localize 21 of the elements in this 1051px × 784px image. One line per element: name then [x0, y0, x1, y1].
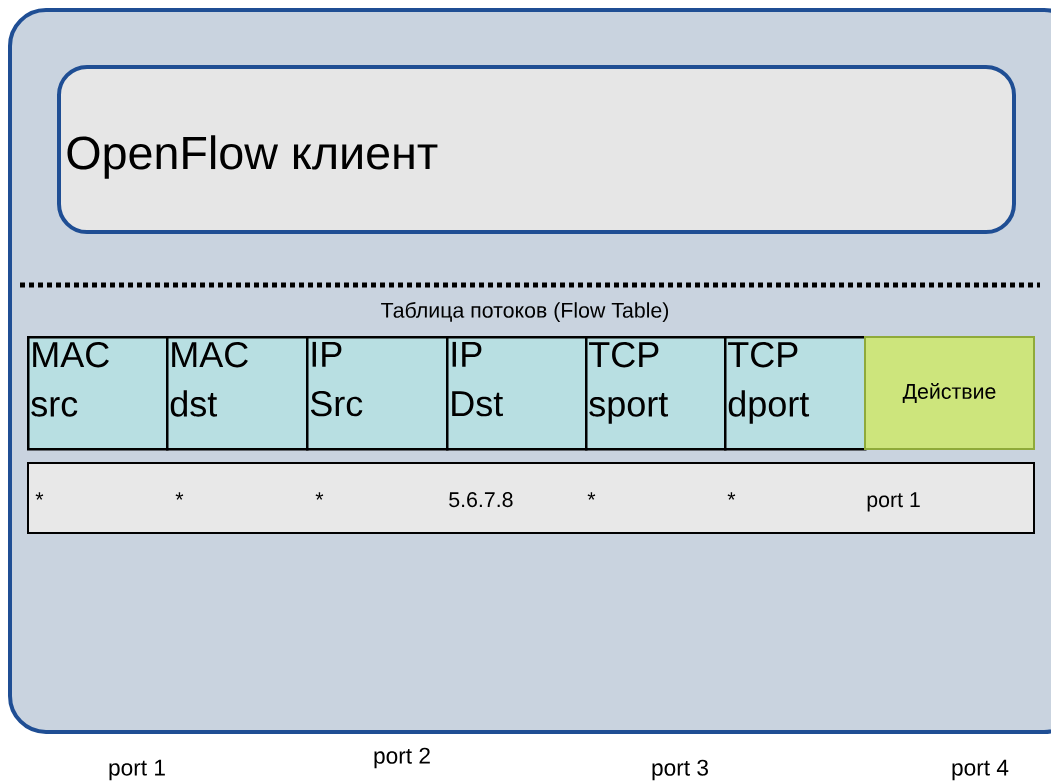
port-label: port 1 [109, 759, 165, 781]
header-cell: MAC dst [166, 336, 309, 451]
table-cell: * [35, 492, 44, 500]
table-cell: port 1 [867, 492, 920, 512]
table-cell: * [587, 492, 596, 500]
header-cell: TCP sport [585, 336, 727, 451]
table-row [27, 462, 1035, 534]
table-cell: 5.6.7.8 [449, 492, 513, 508]
port-label: port 4 [952, 759, 1009, 781]
header-cell: TCP dport [724, 336, 867, 451]
header-cell: IP Dst [446, 336, 588, 451]
client-box: OpenFlow клиент [57, 65, 1016, 234]
table-cell: * [727, 492, 736, 500]
action-cell: Действие [864, 336, 1035, 450]
table-cell: * [315, 492, 324, 500]
table-title: Таблица потоков (Flow Table) [381, 301, 669, 322]
port-label: port 2 [374, 747, 430, 769]
port-label: port 3 [652, 759, 708, 781]
header-cell: IP Src [306, 336, 449, 451]
header-cell: MAC src [27, 336, 169, 451]
table-cell: * [175, 492, 184, 500]
